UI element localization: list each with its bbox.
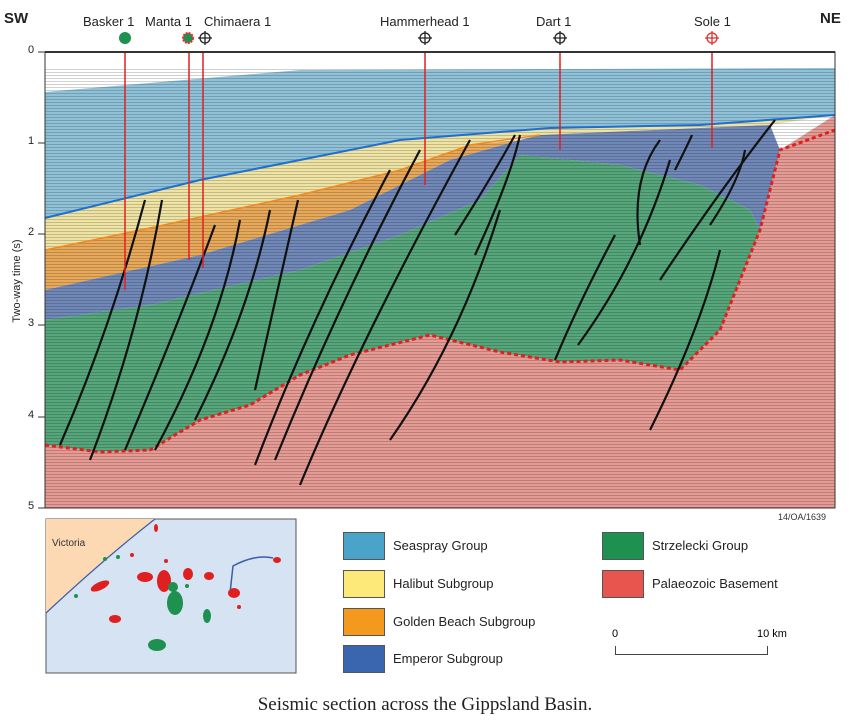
figure-id: 14/OA/1639 <box>778 512 827 522</box>
seismic-section <box>38 31 836 509</box>
tick-label: 2 <box>28 226 35 238</box>
legend-swatch-emperor <box>343 645 385 673</box>
tick-label: 0 <box>28 44 35 56</box>
legend-label: Halibut Subgroup <box>393 576 494 591</box>
dry-well-icon <box>198 31 212 45</box>
legend-swatch-basement <box>602 570 644 598</box>
direction-sw: SW <box>4 10 29 27</box>
faults <box>58 119 776 486</box>
well-label: Dart 1 <box>536 14 572 29</box>
axis-label: Two-way time (s) <box>11 239 23 323</box>
oil-gas-well-icon <box>182 32 194 44</box>
well-tracks <box>124 52 713 290</box>
tick-label: 3 <box>28 317 35 329</box>
layers <box>44 52 836 508</box>
legend-label: Golden Beach Subgroup <box>393 614 536 629</box>
gas-well-icon <box>705 31 719 45</box>
dry-well-icon <box>553 31 567 45</box>
location-map <box>45 518 297 674</box>
scale-bar <box>615 646 768 655</box>
well-label: Manta 1 <box>145 14 192 29</box>
legend-swatch-golden-beach <box>343 608 385 636</box>
direction-ne: NE <box>820 10 841 27</box>
well-label: Sole 1 <box>694 14 731 29</box>
legend-label: Palaeozoic Basement <box>652 576 778 591</box>
legend-swatch-strzelecki <box>602 532 644 560</box>
tick-label: 1 <box>28 135 35 147</box>
well-label: Basker 1 <box>83 14 135 29</box>
scale-start: 0 <box>612 628 619 640</box>
well-label: Hammerhead 1 <box>380 14 470 29</box>
tick-label: 5 <box>28 500 35 512</box>
legend-label: Seaspray Group <box>393 538 488 553</box>
tick-label: 4 <box>28 409 35 421</box>
dry-well-icon <box>418 31 432 45</box>
scale-end: 10 km <box>757 628 787 640</box>
oil-well-icon <box>119 32 131 44</box>
legend-label: Emperor Subgroup <box>393 651 503 666</box>
legend-swatch-halibut <box>343 570 385 598</box>
axis-ticks <box>38 51 45 509</box>
well-label: Chimaera 1 <box>204 14 272 29</box>
caption: Seismic section across the Gippsland Bas… <box>257 694 593 715</box>
legend-label: Strzelecki Group <box>652 538 749 553</box>
legend-swatch-seaspray <box>343 532 385 560</box>
map-label-victoria: Victoria <box>52 538 86 549</box>
